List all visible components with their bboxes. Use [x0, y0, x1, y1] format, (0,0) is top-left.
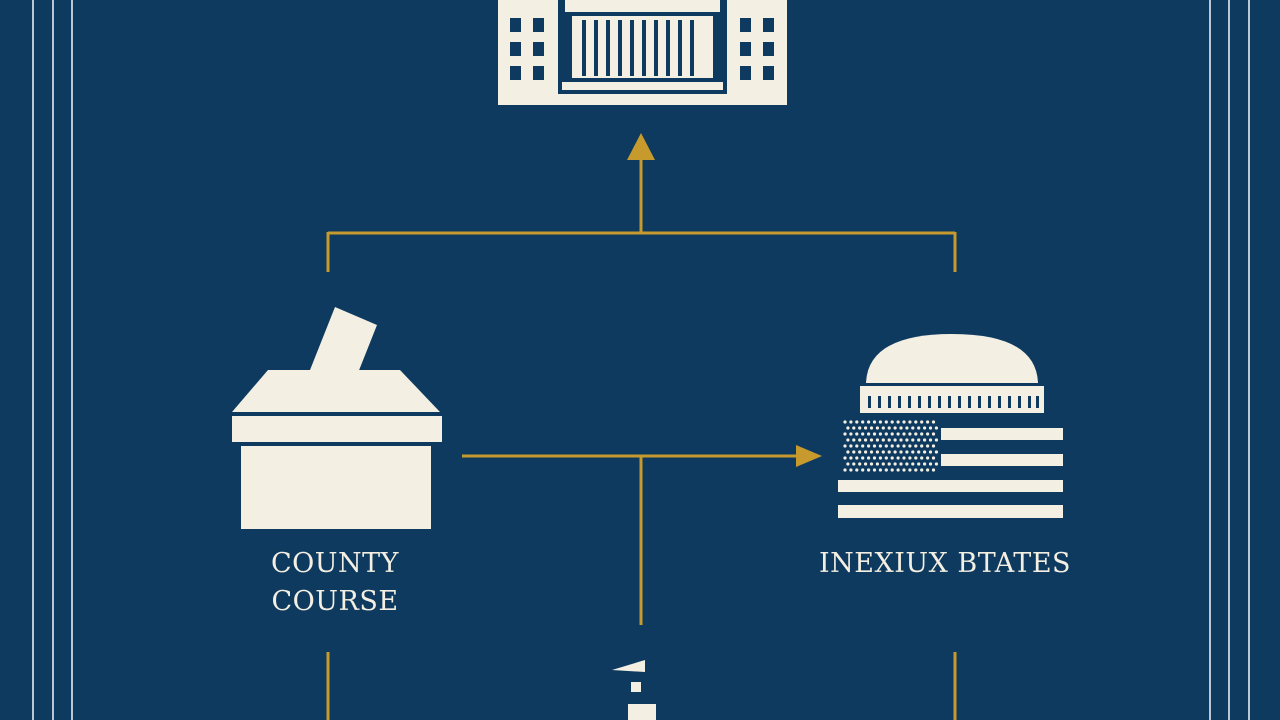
arrowheads: [627, 133, 822, 467]
right-arrowhead: [796, 445, 822, 467]
county-course-label: COUNTY COURSE: [200, 545, 470, 621]
dome-flag-icon: [838, 334, 1063, 518]
connector-lines: [326, 160, 957, 720]
capitol-building-icon: [498, 0, 787, 105]
bottom-center-mark: [612, 660, 656, 720]
up-arrowhead: [627, 133, 655, 160]
county-label-line1: COUNTY: [270, 548, 399, 579]
frame-lines: [32, 0, 1250, 720]
county-label-line2: COURSE: [271, 586, 399, 617]
states-label-text: INEXIUX BTATES: [818, 548, 1072, 579]
states-label: INEXIUX BTATES: [790, 545, 1100, 583]
ballot-box-icon: [232, 307, 442, 529]
